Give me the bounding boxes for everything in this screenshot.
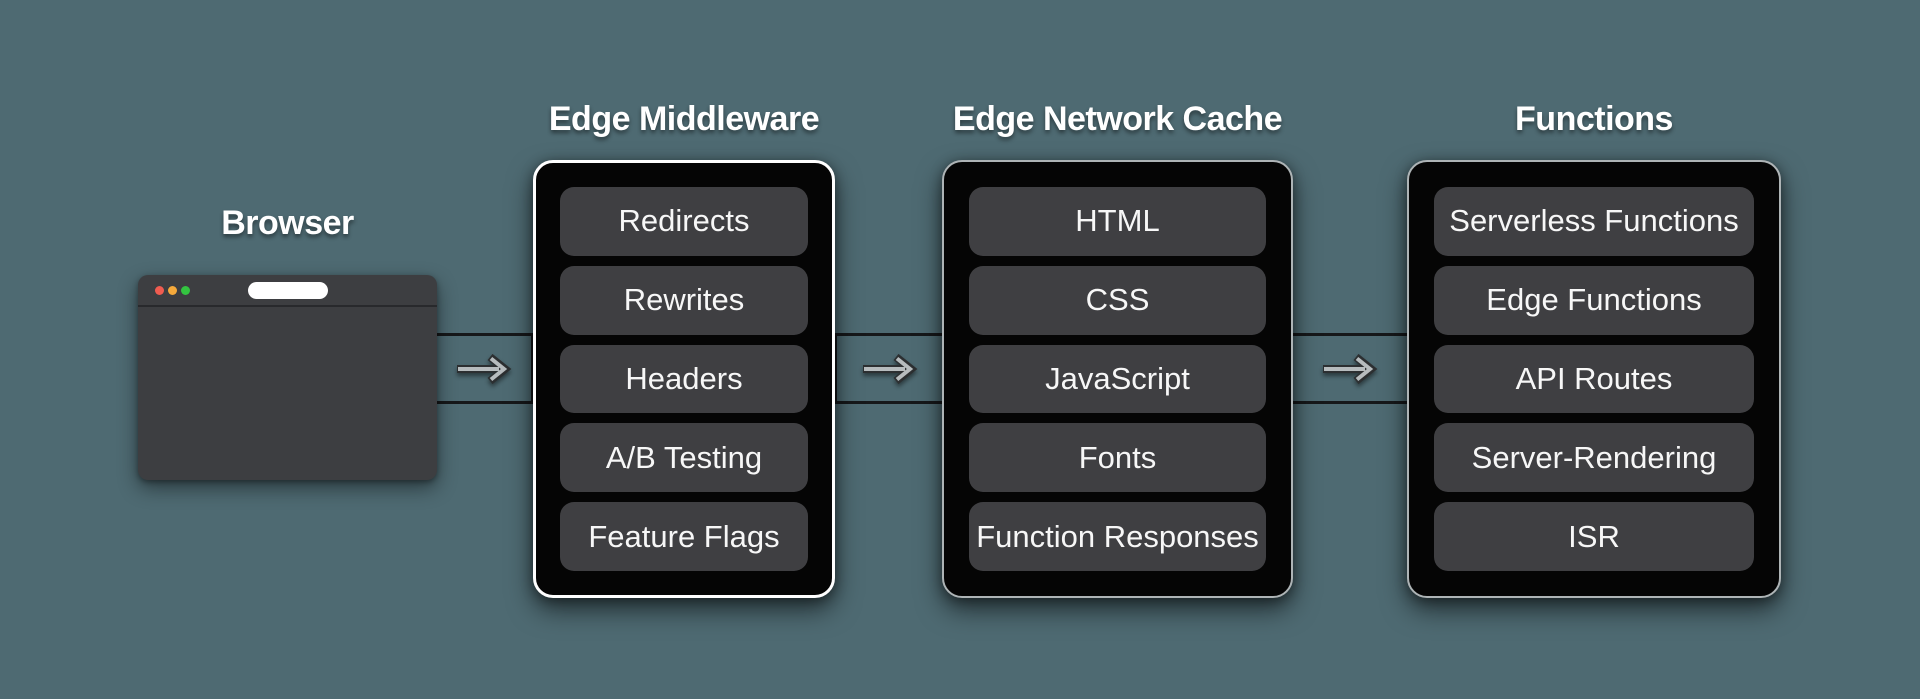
arrow-right-icon	[862, 353, 917, 384]
stage-title-functions: Functions	[1515, 100, 1673, 138]
stage-item-pill: Edge Functions	[1434, 265, 1754, 335]
arrow-right-icon	[1323, 353, 1378, 384]
zoom-window-icon	[181, 285, 190, 295]
stage-item-pill: CSS	[969, 265, 1266, 335]
minimize-window-icon	[168, 285, 177, 295]
stage-item-pill: Headers	[560, 344, 808, 414]
connector-browser-to-middleware	[434, 333, 534, 404]
traffic-lights	[155, 285, 190, 295]
connector-cache-to-functions	[1290, 333, 1410, 404]
stage-item-pill: Redirects	[560, 187, 808, 256]
arrow-right-icon	[457, 353, 512, 384]
stage-item-pill: Rewrites	[560, 265, 808, 335]
browser-window	[138, 275, 437, 480]
browser-title: Browser	[221, 204, 354, 242]
close-window-icon	[155, 285, 164, 295]
connector-middleware-to-cache	[834, 333, 945, 404]
stage-item-pill: HTML	[969, 187, 1266, 256]
stage-item-pill: Fonts	[969, 423, 1266, 493]
stage-title-edge-network-cache: Edge Network Cache	[952, 100, 1283, 138]
stage-item-pill: A/B Testing	[560, 423, 808, 493]
stage-item-pill: JavaScript	[969, 344, 1266, 414]
stage-item-pill: ISR	[1434, 502, 1754, 571]
stage-item-pill: API Routes	[1434, 344, 1754, 414]
url-bar	[247, 282, 328, 299]
stage-item-pill: Server-Rendering	[1434, 423, 1754, 493]
stage-item-pill: Serverless Functions	[1434, 187, 1754, 256]
stage-item-pill: Function Responses	[969, 502, 1266, 571]
browser-titlebar	[138, 275, 437, 307]
stage-title-edge-middleware: Edge Middleware	[548, 100, 820, 138]
stage-item-pill: Feature Flags	[560, 502, 808, 571]
